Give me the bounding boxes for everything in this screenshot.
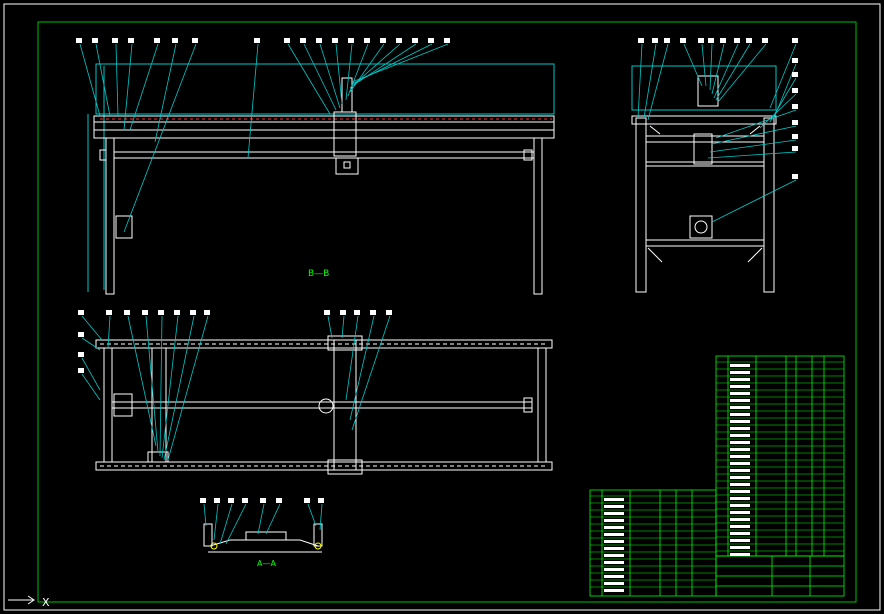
ucs-x-label: X bbox=[42, 596, 50, 609]
bom-cell-mark bbox=[604, 540, 624, 543]
bom-cell-mark bbox=[604, 498, 624, 501]
top-rail-lower bbox=[95, 461, 553, 471]
section-aa-leaders bbox=[203, 503, 323, 545]
bom-cell-mark bbox=[604, 589, 624, 592]
bom-cell-mark bbox=[604, 547, 624, 550]
bom-cell-mark bbox=[730, 448, 750, 451]
bom-cell-mark bbox=[730, 399, 750, 402]
bom-cell-mark bbox=[730, 364, 750, 367]
bom-cell-mark bbox=[730, 504, 750, 507]
bom-rows bbox=[590, 361, 844, 592]
bom-cell-mark bbox=[730, 455, 750, 458]
bom-cell-mark bbox=[604, 554, 624, 557]
bom-cell-mark bbox=[604, 526, 624, 529]
side-leg-left bbox=[635, 117, 647, 293]
section-bb-label: B—B bbox=[308, 269, 329, 279]
bom-cell-mark bbox=[730, 497, 750, 500]
front-lower-rail bbox=[113, 151, 535, 159]
side-carriage bbox=[693, 133, 713, 165]
side-leaders bbox=[637, 43, 797, 223]
side-top-beam bbox=[631, 115, 777, 125]
bom-cell-mark bbox=[604, 561, 624, 564]
section-aa-label: A—A bbox=[257, 559, 276, 568]
bom-cell-mark bbox=[604, 568, 624, 571]
bom-cell-mark bbox=[730, 462, 750, 465]
side-head bbox=[697, 75, 719, 107]
bom-cell-mark bbox=[730, 427, 750, 430]
top-gantry bbox=[333, 339, 357, 471]
side-motor bbox=[689, 215, 713, 239]
bom-cell-mark bbox=[730, 385, 750, 388]
bom-cell-mark bbox=[730, 490, 750, 493]
bom-cell-mark bbox=[604, 575, 624, 578]
front-balloons bbox=[76, 38, 450, 43]
top-view bbox=[95, 335, 553, 475]
sheet-outer-border bbox=[3, 3, 881, 611]
bom-cell-mark bbox=[730, 483, 750, 486]
side-balloons bbox=[638, 38, 798, 179]
side-dimension-frame bbox=[631, 65, 777, 111]
bom-cell-mark bbox=[730, 511, 750, 514]
side-leg-right bbox=[763, 117, 775, 293]
bom-cell-mark bbox=[730, 413, 750, 416]
front-view bbox=[87, 63, 555, 295]
bom-cell-mark bbox=[604, 505, 624, 508]
bom-cell-mark bbox=[604, 533, 624, 536]
bom-cell-mark bbox=[730, 371, 750, 374]
bom-cell-mark bbox=[730, 518, 750, 521]
bom-cell-mark bbox=[604, 512, 624, 515]
sheet-inner-border bbox=[37, 21, 857, 603]
bom-cell-mark bbox=[730, 476, 750, 479]
bom-cell-mark bbox=[604, 582, 624, 585]
bom-cell-mark bbox=[730, 434, 750, 437]
bom-cell-mark bbox=[730, 532, 750, 535]
bom-cell-mark bbox=[604, 519, 624, 522]
bom-cell-mark bbox=[730, 420, 750, 423]
bom-cell-mark bbox=[730, 406, 750, 409]
bom-cell-mark bbox=[730, 392, 750, 395]
bom-table-left bbox=[589, 489, 717, 597]
bom-cell-mark bbox=[730, 525, 750, 528]
front-dimension-frame bbox=[95, 63, 555, 115]
bom-cell-mark bbox=[730, 469, 750, 472]
bom-cell-mark bbox=[730, 378, 750, 381]
top-leaders bbox=[81, 315, 391, 461]
bom-cell-mark bbox=[730, 539, 750, 542]
top-balloons bbox=[78, 310, 392, 373]
ucs-icon bbox=[8, 595, 35, 605]
bom-cell-mark bbox=[730, 441, 750, 444]
front-motor-box bbox=[115, 215, 133, 239]
title-block bbox=[715, 555, 845, 597]
bom-table-right bbox=[715, 355, 845, 557]
section-aa-balloons bbox=[200, 498, 324, 503]
front-leg-right bbox=[533, 137, 543, 295]
front-top-beam bbox=[93, 115, 555, 139]
front-leg-left bbox=[105, 137, 115, 295]
side-view bbox=[631, 65, 777, 293]
bom-cell-mark bbox=[730, 553, 750, 556]
front-leaders bbox=[79, 43, 449, 233]
top-rail-upper bbox=[95, 339, 553, 349]
bom-cell-mark bbox=[730, 546, 750, 549]
